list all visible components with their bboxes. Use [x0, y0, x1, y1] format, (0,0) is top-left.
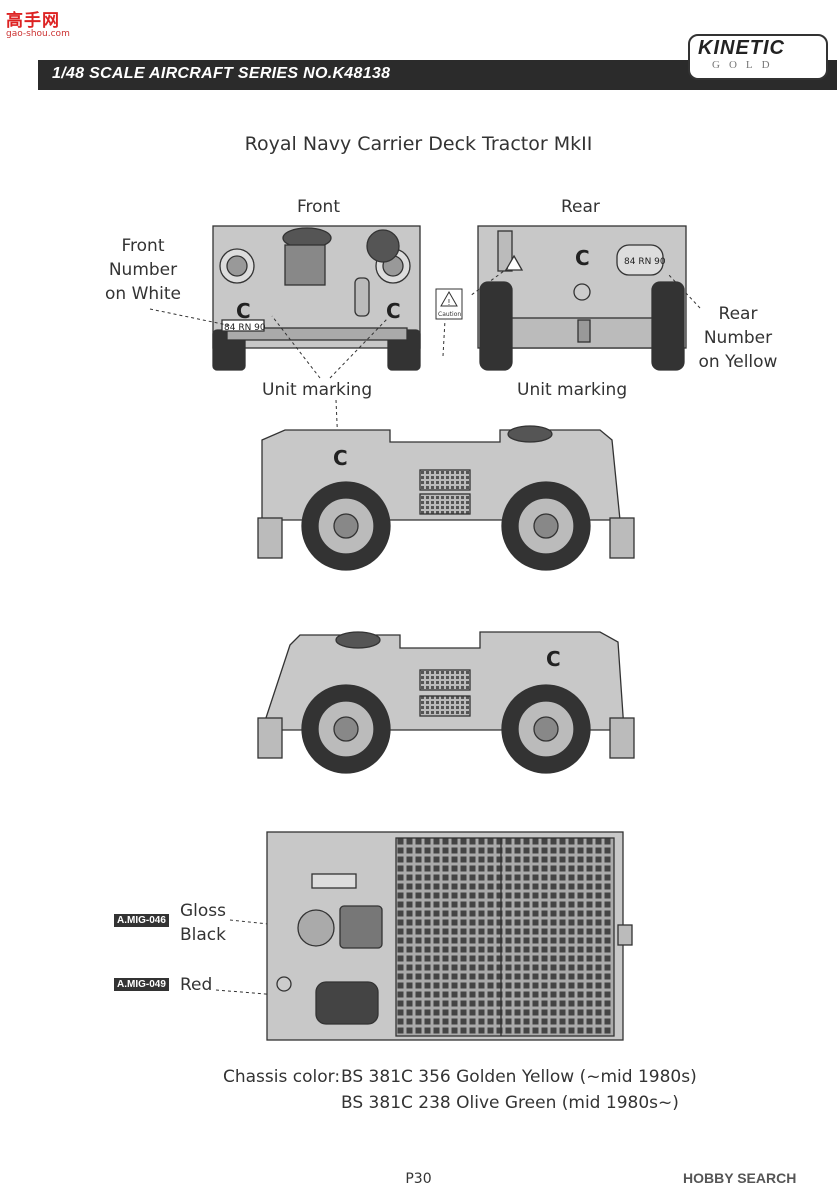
paint-code-badge: A.MIG-049 — [114, 978, 169, 991]
paint-name-red: Red — [180, 975, 213, 995]
left-side-view-drawing — [257, 425, 635, 571]
front-number-callout: Front Number on White — [100, 234, 186, 306]
rear-number-line-3: on Yellow — [698, 352, 778, 372]
front-unit-letter-right: C — [386, 299, 401, 323]
rear-number-line-1: Rear — [718, 304, 758, 324]
watermark-brand: 高手网 — [6, 11, 60, 31]
front-number-plate: 84 RN 90 — [224, 323, 266, 333]
page-title: Royal Navy Carrier Deck Tractor MkII — [244, 133, 593, 155]
top-view-drawing — [266, 831, 633, 1041]
hobby-search-watermark: HOBBY SEARCH — [683, 1170, 797, 1186]
front-number-line-1: Front — [121, 236, 165, 256]
watermark-url: gao-shou.com — [6, 29, 70, 39]
series-title: 1/48 SCALE AIRCRAFT SERIES NO.K48138 — [52, 65, 391, 82]
front-view-label: Front — [297, 197, 340, 217]
front-number-line-3: on White — [104, 284, 181, 304]
site-watermark: 高手网 gao-shou.com — [6, 6, 70, 39]
front-unit-letter-left: C — [236, 299, 251, 323]
paint-name-line-1: Gloss — [180, 901, 227, 921]
rear-number-line-2: Number — [703, 328, 773, 348]
rear-view-label: Rear — [561, 197, 600, 217]
caution-text: Caution — [438, 311, 461, 318]
front-view-drawing — [212, 225, 421, 371]
caution-sign: ! — [435, 288, 463, 320]
chassis-color-line-1: BS 381C 356 Golden Yellow (~mid 1980s) — [341, 1067, 697, 1087]
rear-number-callout: Rear Number on Yellow — [692, 302, 784, 374]
chassis-color-label: Chassis color: — [223, 1067, 341, 1087]
page-number: P30 — [405, 1171, 432, 1187]
paint-name-gloss-black: Gloss Black — [180, 899, 226, 947]
unit-marking-rear-label: Unit marking — [517, 380, 628, 400]
logo-main-text: KINETIC — [698, 37, 785, 59]
chassis-color-line-2: BS 381C 238 Olive Green (mid 1980s~) — [341, 1093, 679, 1113]
paint-name-line-2: Black — [180, 925, 226, 945]
svg-text:!: ! — [447, 298, 450, 307]
kinetic-gold-logo: KINETIC GOLD — [688, 34, 828, 80]
side-unit-letter-1: C — [333, 446, 348, 470]
logo-sub-text: GOLD — [712, 59, 779, 71]
rear-view-drawing — [477, 225, 687, 371]
rear-number-plate: 84 RN 90 — [624, 257, 666, 267]
front-number-line-2: Number — [108, 260, 178, 280]
unit-marking-front-label: Unit marking — [262, 380, 373, 400]
right-side-view-drawing — [257, 631, 635, 774]
rear-unit-letter: C — [575, 246, 590, 270]
paint-code-badge: A.MIG-046 — [114, 914, 169, 927]
side-unit-letter-2: C — [546, 647, 561, 671]
